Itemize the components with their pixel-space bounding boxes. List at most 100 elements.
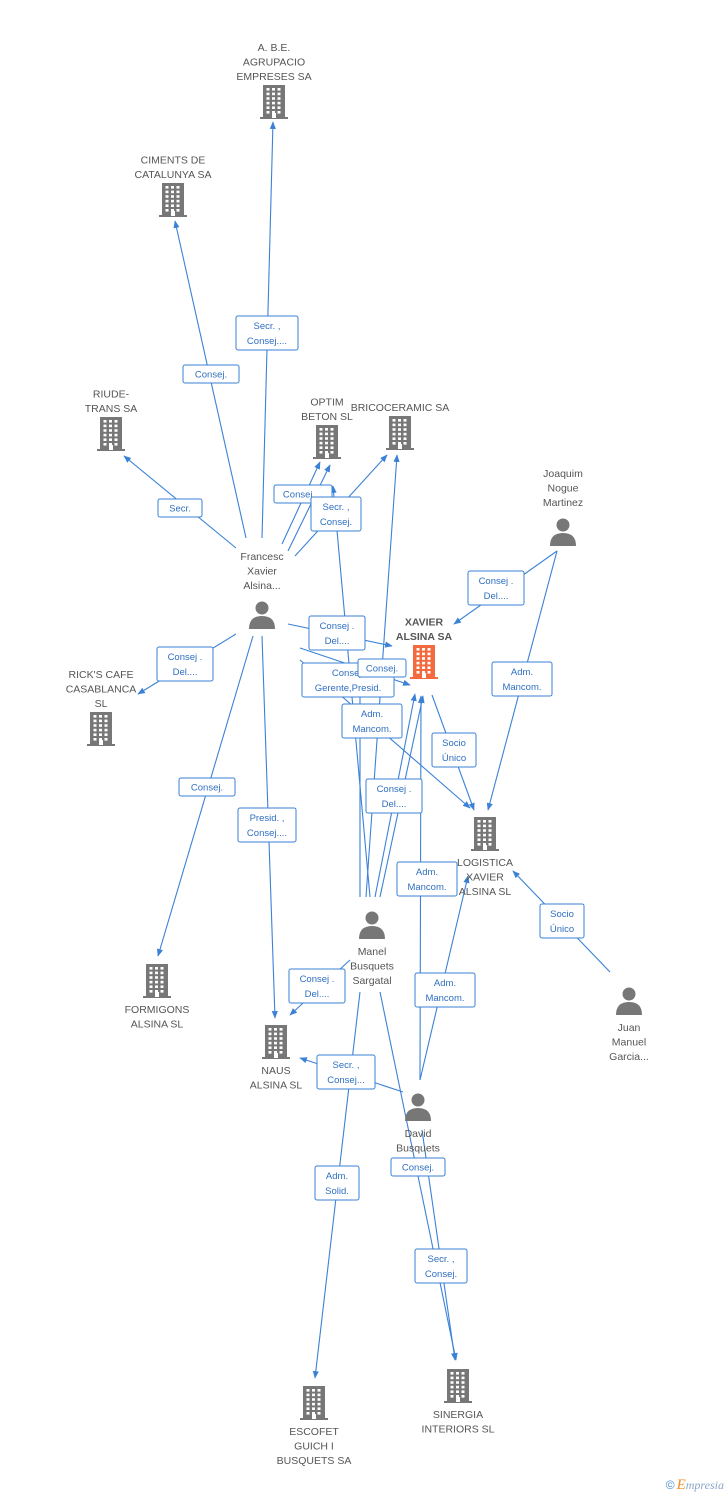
node-label: ALSINA SL — [250, 1080, 303, 1092]
node-label: Joaquim — [543, 468, 583, 480]
edge-label-box — [414, 972, 476, 1008]
edge-label[interactable]: Adm. Mancom. — [396, 861, 458, 897]
edge-label-text: Del.... — [484, 591, 509, 602]
node-label: BETON SL — [301, 411, 353, 423]
edge-label[interactable]: Secr. ,Consej... — [316, 1054, 376, 1090]
edge-label-text: Consej . — [168, 652, 203, 663]
edge-label-text: Consej. — [191, 783, 223, 794]
node-label: INTERIORS SL — [422, 1424, 495, 1436]
node-label: Martinez — [543, 497, 583, 509]
node-label: ALSINA SA — [396, 631, 453, 643]
edge-label-box — [308, 615, 366, 651]
edge-label[interactable]: Secr. , Consej. — [414, 1248, 468, 1284]
node-label: AGRUPACIO — [243, 57, 305, 69]
edge-label[interactable]: Consej. — [390, 1157, 446, 1177]
node-label: ESCOFET — [289, 1426, 339, 1438]
node-label: ALSINA SL — [131, 1019, 184, 1031]
node-label: RIUDE- — [93, 389, 130, 401]
edge-label-text: Consej . — [377, 784, 412, 795]
person-icon — [550, 518, 576, 546]
node-label: Francesc — [240, 551, 283, 563]
edge-label-text: Consej.... — [247, 828, 287, 839]
node-label: Busquets — [350, 961, 394, 973]
edge-label-text: Socio — [442, 738, 466, 749]
node-label: GUICH I — [294, 1441, 334, 1453]
edge-label[interactable]: Adm.Solid. — [314, 1165, 360, 1201]
edge-label-box — [491, 661, 553, 697]
edge-label-text: Consej . — [320, 621, 355, 632]
company-node-riude[interactable]: RIUDE-TRANS SA — [85, 389, 138, 452]
edge-label[interactable]: Consej . Del.... — [308, 615, 366, 651]
edge-label[interactable]: Consej. — [182, 364, 240, 384]
brand-initial: E — [676, 1477, 686, 1493]
edge-label-text: Secr. , — [428, 1254, 455, 1265]
edge-label[interactable]: Adm.Mancom. — [341, 703, 403, 739]
person-node-francesc[interactable]: FrancescXavierAlsina... — [240, 551, 284, 629]
edge-label-text: Socio — [550, 909, 574, 920]
node-label: EMPRESES SA — [236, 71, 311, 83]
node-label: Manel — [358, 946, 387, 958]
edge-label[interactable]: Adm.Mancom. — [414, 972, 476, 1008]
edge-label-text: Consej. — [332, 668, 364, 679]
edge-label[interactable]: Consej. — [357, 658, 407, 678]
edge-label-text: Mancom. — [407, 882, 446, 893]
person-node-juan[interactable]: JuanManuelGarcia... — [609, 987, 649, 1064]
edge-label-text: Del.... — [382, 799, 407, 810]
building-icon — [386, 416, 414, 450]
node-label: BRICOCERAMIC SA — [351, 402, 450, 414]
edge-label-text: Presid. , — [250, 813, 285, 824]
edge-label[interactable]: Consej .Del.... — [156, 646, 214, 682]
edge-label-text: Consej. — [195, 370, 227, 381]
node-label: Garcia... — [609, 1051, 649, 1063]
company-node-naus[interactable]: NAUS ALSINA SL — [250, 1025, 303, 1092]
edge-label-text: Consej.... — [247, 336, 287, 347]
edge-label[interactable]: Secr. ,Consej.... — [235, 315, 299, 351]
building-icon — [313, 425, 341, 459]
edge-label[interactable]: Consej . Del.... — [365, 778, 423, 814]
edge-label[interactable]: Adm.Mancom. — [491, 661, 553, 697]
edge-label[interactable]: Presid. , Consej.... — [237, 807, 297, 843]
edge-label-text: Adm. — [361, 709, 383, 720]
edge-label-text: Consej. — [425, 1269, 457, 1280]
node-label: Sargatal — [352, 975, 391, 987]
edge-label[interactable]: Consej .Del.... — [467, 570, 525, 606]
empresia-logo[interactable]: ©Empresia — [666, 1477, 724, 1494]
node-label: Busquets — [396, 1143, 440, 1155]
building-icon — [159, 183, 187, 217]
building-icon — [262, 1025, 290, 1059]
person-icon — [405, 1093, 431, 1121]
copyright-symbol: © — [665, 1478, 675, 1492]
edge-label[interactable]: Consej . Del.... — [288, 968, 346, 1004]
edge-label-text: Consej . — [300, 974, 335, 985]
node-label: CIMENTS DE — [141, 155, 206, 167]
edge-label-box — [237, 807, 297, 843]
edge-label[interactable]: Secr. ,Consej. — [310, 496, 362, 532]
company-node-brico[interactable]: BRICOCERAMIC SA — [351, 402, 450, 450]
edge-label-text: Adm. — [511, 667, 533, 678]
edge-label[interactable]: Secr. — [157, 498, 203, 518]
edge-label-text: Del.... — [305, 989, 330, 1000]
edge-label-box — [156, 646, 214, 682]
edge-label-text: Del.... — [325, 636, 350, 647]
edge-label-text: Adm. — [416, 867, 438, 878]
edge-label-box — [316, 1054, 376, 1090]
node-label: NAUS — [261, 1065, 290, 1077]
building-icon — [87, 712, 115, 746]
edge-label-text: Mancom. — [425, 993, 464, 1004]
edge-label-text: Consej... — [327, 1075, 365, 1086]
edge-label[interactable]: Consej. — [178, 777, 236, 797]
